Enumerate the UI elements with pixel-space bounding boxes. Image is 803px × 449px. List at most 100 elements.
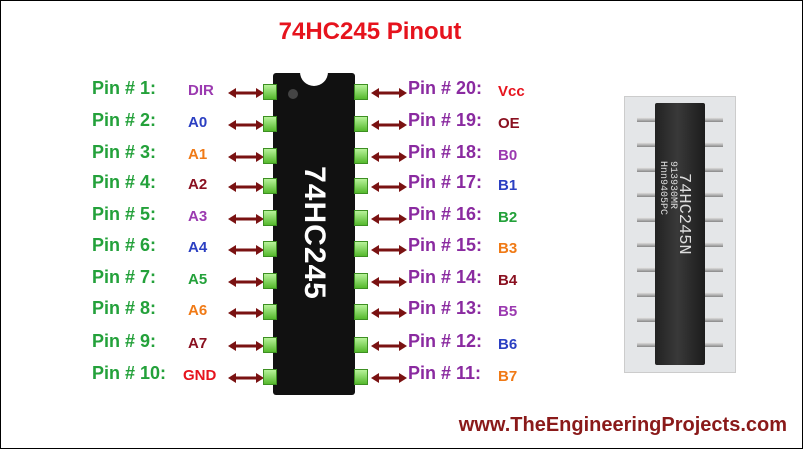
left-pin-label: Pin # 5: [92, 204, 157, 224]
right-pin-function: B5 [498, 303, 518, 320]
chip-notch [300, 72, 328, 86]
right-pin-leg [354, 178, 368, 194]
right-pin-arrow [371, 275, 407, 287]
photo-leg [705, 142, 723, 147]
photo-leg [637, 142, 655, 147]
left-pin-arrow [228, 150, 264, 162]
right-pin-function: B2 [498, 209, 518, 226]
left-pin-label: Pin # 8: [92, 298, 157, 318]
right-pin-function: B0 [498, 147, 518, 164]
photo-leg [637, 167, 655, 172]
right-pin-function: B3 [498, 240, 518, 257]
left-pin-arrow [228, 180, 264, 192]
left-pin-arrow [228, 306, 264, 318]
photo-leg [705, 317, 723, 322]
right-pin-label: Pin # 15: [408, 235, 483, 255]
photo-line3: Hnn9405PC [657, 161, 668, 216]
photo-leg [637, 317, 655, 322]
left-pin-leg [263, 337, 277, 353]
photo-leg [637, 342, 655, 347]
left-pin-leg [263, 84, 277, 100]
right-pin-leg [354, 369, 368, 385]
right-pin-function: Vcc [498, 83, 525, 100]
right-pin-function: B7 [498, 368, 518, 385]
right-pin-arrow [371, 150, 407, 162]
left-pin-leg [263, 273, 277, 289]
left-pin-label: Pin # 3: [92, 142, 157, 162]
left-pin-leg [263, 116, 277, 132]
left-pin-function: A7 [188, 335, 208, 352]
left-pin-label: Pin # 1: [92, 78, 157, 98]
left-pin-arrow [228, 339, 264, 351]
right-pin-leg [354, 148, 368, 164]
right-pin-function: B6 [498, 336, 518, 353]
left-pin-leg [263, 148, 277, 164]
left-pin-leg [263, 369, 277, 385]
left-pin-arrow [228, 243, 264, 255]
photo-leg [637, 117, 655, 122]
photo-leg [637, 267, 655, 272]
right-pin-arrow [371, 86, 407, 98]
left-pin-arrow [228, 371, 264, 383]
photo-leg [637, 217, 655, 222]
left-pin-arrow [228, 86, 264, 98]
right-pin-function: B4 [498, 272, 518, 289]
website-footer: www.TheEngineeringProjects.com [458, 414, 787, 436]
right-pin-function: B1 [498, 177, 518, 194]
left-pin-arrow [228, 212, 264, 224]
photo-leg [637, 292, 655, 297]
photo-leg [705, 167, 723, 172]
left-pin-function: A3 [188, 208, 208, 225]
right-pin-arrow [371, 212, 407, 224]
left-pin-label: Pin # 2: [92, 110, 157, 130]
photo-leg [705, 342, 723, 347]
photo-leg [637, 192, 655, 197]
right-pin-leg [354, 84, 368, 100]
photo-leg [705, 267, 723, 272]
chip-photo: 74HC245N 913930MR Hnn9405PC [624, 96, 736, 373]
right-pin-arrow [371, 306, 407, 318]
right-pin-arrow [371, 180, 407, 192]
left-pin-function: A6 [188, 302, 208, 319]
left-pin-function: A2 [188, 176, 208, 193]
right-pin-leg [354, 273, 368, 289]
left-pin-function: A5 [188, 271, 208, 288]
photo-line2: 913930MR [667, 161, 678, 210]
right-pin-leg [354, 241, 368, 257]
left-pin-label: Pin # 6: [92, 235, 157, 255]
left-pin-function: A4 [188, 239, 208, 256]
right-pin-arrow [371, 118, 407, 130]
right-pin-leg [354, 304, 368, 320]
left-pin-function: GND [183, 367, 217, 384]
right-pin-label: Pin # 16: [408, 204, 483, 224]
right-pin-label: Pin # 17: [408, 172, 483, 192]
photo-leg [705, 117, 723, 122]
right-pin-leg [354, 116, 368, 132]
left-pin-leg [263, 304, 277, 320]
left-pin-function: A1 [188, 146, 208, 163]
left-pin-label: Pin # 9: [92, 331, 157, 351]
left-pin-label: Pin # 4: [92, 172, 157, 192]
right-pin-label: Pin # 12: [408, 331, 483, 351]
left-pin-function: A0 [188, 114, 208, 131]
left-pin-function: DIR [188, 82, 214, 99]
diagram-title: 74HC245 Pinout [278, 18, 462, 45]
right-pin-label: Pin # 11: [408, 363, 482, 383]
right-pin-label: Pin # 14: [408, 267, 483, 287]
right-pin-arrow [371, 243, 407, 255]
left-pin-arrow [228, 118, 264, 130]
left-pin-leg [263, 241, 277, 257]
left-pin-leg [263, 210, 277, 226]
pin1-dot [288, 89, 298, 99]
right-pin-label: Pin # 19: [408, 110, 483, 130]
right-pin-label: Pin # 18: [408, 142, 483, 162]
ic-chip-body: 74HC245 [273, 72, 355, 395]
left-pin-label: Pin # 7: [92, 267, 157, 287]
photo-leg [705, 217, 723, 222]
photo-leg [705, 192, 723, 197]
photo-leg [705, 292, 723, 297]
right-pin-function: OE [498, 115, 520, 132]
photo-leg [705, 242, 723, 247]
right-pin-leg [354, 210, 368, 226]
right-pin-arrow [371, 371, 407, 383]
